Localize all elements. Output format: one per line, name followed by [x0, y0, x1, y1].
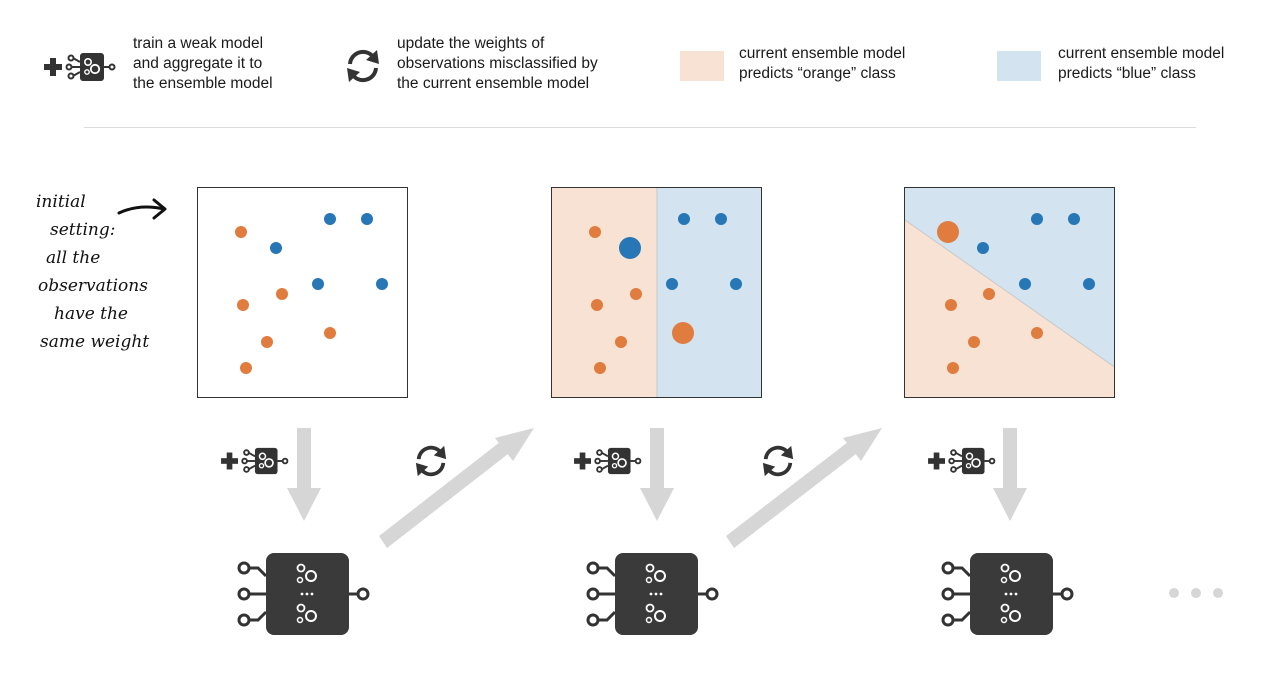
- down-arrow: [993, 428, 1027, 521]
- orange-observation: [276, 288, 288, 300]
- orange-observation: [937, 221, 959, 243]
- orange-observation: [983, 288, 995, 300]
- refresh-cycle-icon: [762, 445, 794, 477]
- ensemble-model-icon: [586, 553, 719, 635]
- blue-observation: [715, 213, 727, 225]
- add-weak-model-icon: [221, 447, 289, 475]
- legend-blue-text: current ensemble model predicts “blue” c…: [1058, 45, 1225, 82]
- blue-observation: [324, 213, 336, 225]
- orange-observation: [235, 226, 247, 238]
- blue-observation: [666, 278, 678, 290]
- blue-observation: [619, 237, 641, 259]
- legend-blue-swatch: [997, 51, 1041, 81]
- orange-observation: [324, 327, 336, 339]
- add-weak-model-icon: [44, 53, 116, 81]
- orange-observation: [591, 299, 603, 311]
- blue-observation: [730, 278, 742, 290]
- annotation-line: same weight: [40, 332, 150, 352]
- add-weak-model-icon: [574, 447, 642, 475]
- annotation-line: observations: [38, 276, 148, 296]
- refresh-cycle-icon: [347, 49, 379, 83]
- orange-observation: [589, 226, 601, 238]
- blue-observation: [1031, 213, 1043, 225]
- diagonal-arrow: [379, 428, 534, 548]
- blue-observation: [977, 242, 989, 254]
- refresh-cycle-icon: [415, 445, 447, 477]
- annotation-line: all the: [46, 248, 101, 268]
- blue-observation: [1083, 278, 1095, 290]
- orange-observation: [594, 362, 606, 374]
- add-weak-model-icon: [928, 447, 996, 475]
- orange-region: [905, 220, 1114, 397]
- ensemble-model-icon: [237, 553, 370, 635]
- blue-observation: [1019, 278, 1031, 290]
- orange-observation: [630, 288, 642, 300]
- orange-observation: [237, 299, 249, 311]
- orange-observation: [261, 336, 273, 348]
- ensemble-model-icon: [941, 553, 1074, 635]
- legend-orange-text: current ensemble model predicts “orange”…: [739, 45, 906, 82]
- panel-iteration-1: [551, 187, 762, 398]
- legend-divider: [84, 127, 1196, 128]
- annotation-line: setting:: [50, 220, 116, 240]
- orange-observation: [240, 362, 252, 374]
- diagonal-arrow: [726, 428, 882, 548]
- blue-observation: [312, 278, 324, 290]
- orange-observation: [672, 322, 694, 344]
- panel-initial: [197, 187, 408, 398]
- blue-observation: [1068, 213, 1080, 225]
- blue-observation: [376, 278, 388, 290]
- down-arrow: [640, 428, 674, 521]
- blue-observation: [678, 213, 690, 225]
- blue-observation: [270, 242, 282, 254]
- legend-train-text: train a weak model and aggregate it to t…: [133, 35, 273, 92]
- panel-iteration-2: [904, 187, 1115, 398]
- blue-region: [657, 188, 761, 397]
- legend-orange-swatch: [680, 51, 724, 81]
- pointer-arrow-icon: [117, 198, 167, 220]
- continuation-ellipsis: [1169, 588, 1223, 598]
- annotation-line: have the: [54, 304, 128, 324]
- orange-observation: [947, 362, 959, 374]
- orange-observation: [615, 336, 627, 348]
- orange-observation: [945, 299, 957, 311]
- annotation-line: initial: [36, 192, 86, 212]
- decision-boundary: [905, 219, 1114, 368]
- orange-observation: [1031, 327, 1043, 339]
- down-arrow: [287, 428, 321, 521]
- legend-update-text: update the weights of observations miscl…: [397, 35, 598, 92]
- orange-observation: [968, 336, 980, 348]
- blue-observation: [361, 213, 373, 225]
- initial-setting-annotation: initial setting: all the observations ha…: [30, 188, 149, 356]
